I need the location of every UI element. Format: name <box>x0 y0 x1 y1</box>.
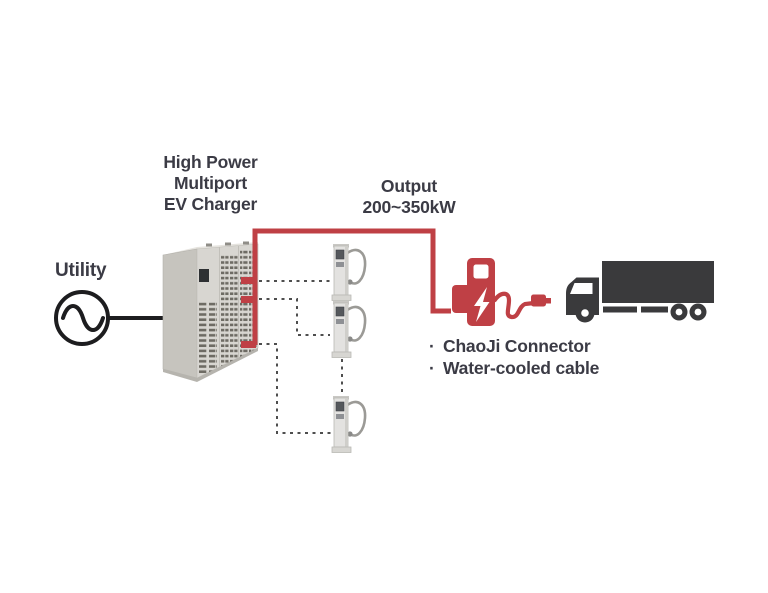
feature-item-label: ChaoJi Connector <box>443 336 591 356</box>
dispenser-pedestal-icon <box>330 299 367 359</box>
ac-source-icon <box>54 290 110 346</box>
feature-list: · ChaoJi Connector · Water-cooled cable <box>429 336 649 379</box>
feature-item-label: Water-cooled cable <box>443 357 600 378</box>
dispenser-pedestal-icon <box>330 242 367 302</box>
charger-cabinet-image <box>162 241 259 382</box>
truck-icon <box>566 261 714 323</box>
output-label: Output 200~350kW <box>333 176 485 218</box>
feature-item-chaoji: · ChaoJi Connector <box>429 336 649 358</box>
bullet-dot: · <box>429 336 435 356</box>
charger-title-line: EV Charger <box>163 194 258 214</box>
output-label-line: Output <box>380 176 438 196</box>
dispenser-pedestal-icon <box>330 394 367 454</box>
charger-title: High Power Multiport EV Charger <box>138 152 283 215</box>
utility-label: Utility <box>55 260 107 281</box>
charger-title-line: High Power <box>163 152 258 172</box>
charger-title-line: Multiport <box>173 173 248 193</box>
output-label-line: 200~350kW <box>362 197 456 217</box>
feature-item-water-cooled: · Water-cooled cable <box>429 358 649 380</box>
truck-windshield <box>570 283 593 294</box>
output-power-line <box>241 228 451 348</box>
dispenser-links <box>259 280 343 434</box>
bullet-dot: · <box>429 357 435 378</box>
charging-station-icon <box>452 258 551 326</box>
lightning-bolt-icon <box>474 287 490 322</box>
plug-icon <box>531 294 546 307</box>
